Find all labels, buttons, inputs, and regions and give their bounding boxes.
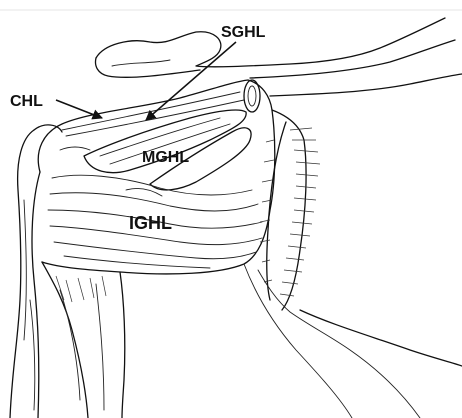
rotator-cuff xyxy=(244,110,462,418)
label-ighl: IGHL xyxy=(129,213,172,233)
callout-arrows xyxy=(56,42,236,120)
label-chl: CHL xyxy=(10,93,43,110)
joint-capsule xyxy=(38,80,275,274)
clavicle-outline xyxy=(250,40,462,96)
label-mghl: MGHL xyxy=(142,149,189,166)
acromion-process xyxy=(96,18,446,77)
chl-arrow xyxy=(56,100,102,118)
sghl-arrow xyxy=(146,42,236,120)
humerus-shaft xyxy=(42,262,125,418)
glenoid-scapula xyxy=(10,125,62,418)
label-sghl: SGHL xyxy=(221,24,266,41)
